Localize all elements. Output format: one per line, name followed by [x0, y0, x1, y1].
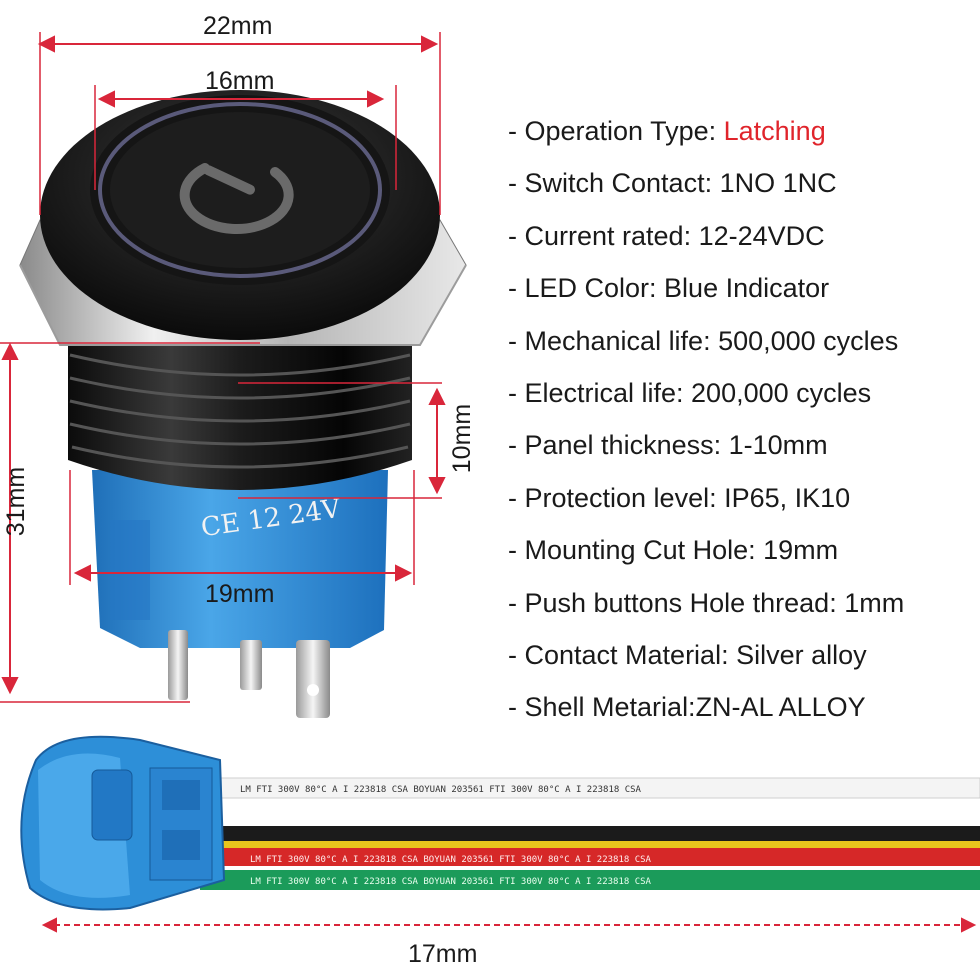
spec-label: - Shell Metarial:ZN-AL ALLOY [508, 692, 866, 723]
spec-label: - Switch Contact: 1NO 1NC [508, 168, 837, 199]
spec-item: - Current rated: 12-24VDC [508, 210, 904, 262]
spec-label: - Protection level: IP65, IK10 [508, 482, 851, 513]
spec-label: - Current rated: 12-24VDC [508, 220, 825, 251]
wire-print: LM FTI 300V 80°C A I 223818 CSA BOYUAN 2… [240, 785, 642, 795]
wire-black [200, 826, 980, 844]
spec-item: - Protection level: IP65, IK10 [508, 472, 904, 524]
terminal-pin [168, 630, 188, 700]
spec-item: - Contact Material: Silver alloy [508, 629, 904, 681]
wire-green [200, 870, 980, 890]
wire-yellow [200, 841, 980, 851]
spec-item: - LED Color: Blue Indicator [508, 262, 904, 314]
wire-connector [20, 735, 226, 911]
wire-red [200, 848, 980, 866]
spec-item: - Mounting Cut Hole: 19mm [508, 524, 904, 576]
dimension-button-width: 16mm [205, 67, 275, 95]
spec-label: - Push buttons Hole thread: 1mm [508, 587, 905, 618]
spec-label: - LED Color: Blue Indicator [508, 273, 830, 304]
spec-item: - Electrical life: 200,000 cycles [508, 367, 904, 419]
spec-item: - Panel thickness: 1-10mm [508, 419, 904, 471]
dimension-top-width: 22mm [203, 12, 273, 40]
spec-item: - Operation Type: Latching [508, 105, 904, 157]
spec-label: - Electrical life: 200,000 cycles [508, 378, 872, 409]
dimension-cable: 17mm [408, 940, 478, 968]
spec-list: - Operation Type: Latching - Switch Cont… [508, 105, 904, 734]
spec-label: - Panel thickness: 1-10mm [508, 430, 828, 461]
dimension-thread: 10mm [448, 403, 477, 474]
dimension-lines [0, 32, 977, 933]
push-button-switch: CE 12 24V [19, 90, 467, 718]
terminal-pin [296, 640, 330, 718]
spec-item: - Push buttons Hole thread: 1mm [508, 577, 904, 629]
spec-value-highlight: Latching [723, 116, 826, 146]
spec-label: - Mechanical life: 500,000 cycles [508, 325, 899, 356]
wire-print: LM FTI 300V 80°C A I 223818 CSA BOYUAN 2… [250, 855, 652, 865]
switch-blue-base [92, 470, 388, 648]
spec-label: - Mounting Cut Hole: 19mm [508, 535, 839, 566]
dimension-cut-hole: 19mm [205, 580, 275, 608]
dimension-height: 31mm [2, 466, 31, 537]
wire-print: LM FTI 300V 80°C A I 223818 CSA BOYUAN 2… [250, 877, 652, 887]
wire-harness: LM FTI 300V 80°C A I 223818 CSA BOYUAN 2… [20, 735, 980, 911]
led-ring [98, 102, 382, 278]
terminal-pin [240, 640, 262, 690]
spec-label: - Contact Material: Silver alloy [508, 640, 867, 671]
spec-label: - Operation Type: [508, 116, 724, 146]
spec-item: - Switch Contact: 1NO 1NC [508, 157, 904, 209]
spec-item: - Shell Metarial:ZN-AL ALLOY [508, 681, 904, 733]
spec-item: - Mechanical life: 500,000 cycles [508, 315, 904, 367]
power-icon [179, 163, 294, 234]
